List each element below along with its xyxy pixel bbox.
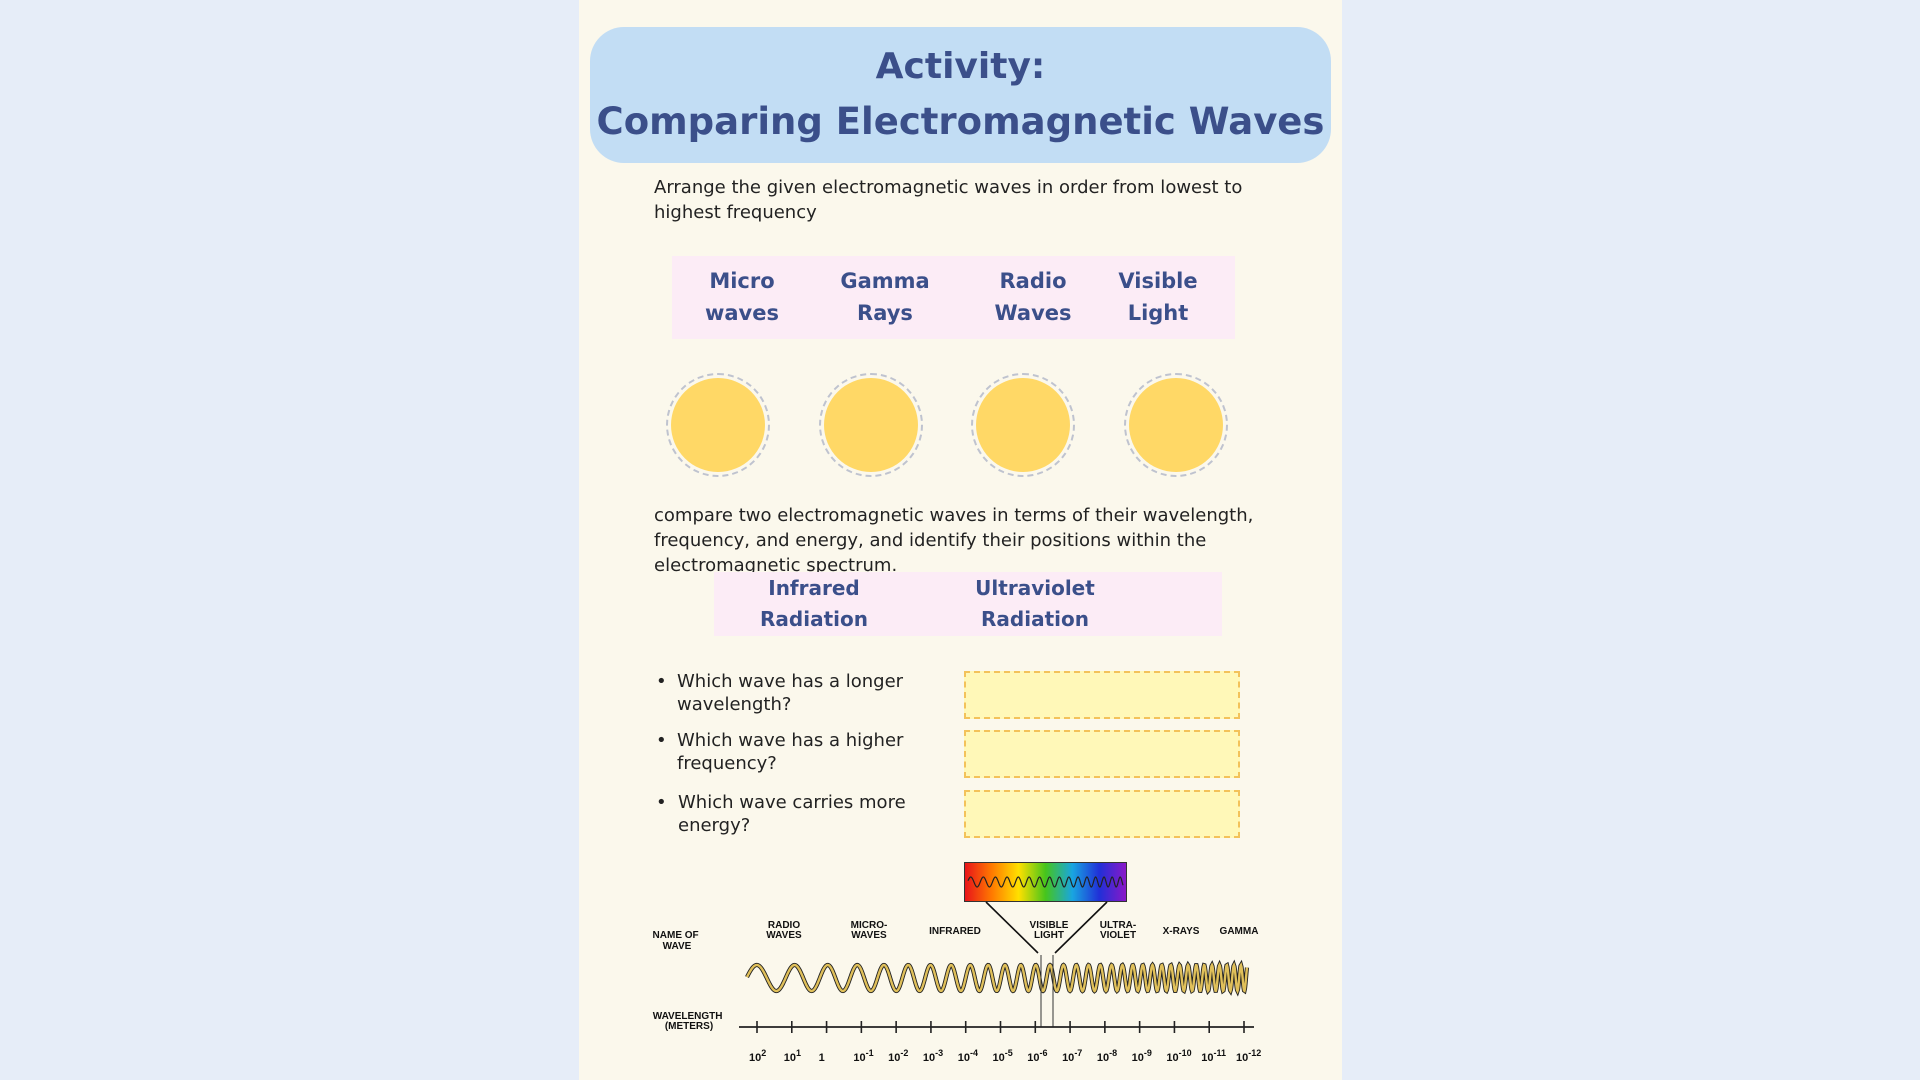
title-line-1: Activity: [875,46,1046,87]
answer-circle-2[interactable] [819,373,923,477]
compare-labels-row: Infrared Radiation Ultraviolet Radiation [714,572,1222,636]
tick-label: 10-7 [1062,1048,1082,1064]
wave-label-line: Rays [857,301,913,325]
wave-label-line: waves [704,301,779,325]
title-banner: Activity: Comparing Electromagnetic Wave… [590,27,1331,163]
circle-fill [976,378,1070,472]
tick-label: 102 [749,1048,766,1064]
spectrum-wave [745,961,1249,995]
wave-label-radio-waves[interactable]: Radio Waves [983,265,1083,329]
compare-label-line: Ultraviolet [975,576,1095,600]
wave-label-visible-light[interactable]: Visible Light [1108,265,1208,329]
compare-label-line: Radiation [760,607,868,631]
answer-circle-3[interactable] [971,373,1075,477]
compare-label-line: Radiation [981,607,1089,631]
question-text: Which wave has a higher frequency? [677,730,904,774]
answer-field-energy[interactable] [964,790,1240,838]
visible-spectrum-bar [964,862,1127,902]
tick-label: 10-8 [1097,1048,1117,1064]
circle-fill [1129,378,1223,472]
answer-field-wavelength[interactable] [964,671,1240,719]
bullet: • [656,671,667,692]
wavelength-ticks-group: 102 101 1 10-1 10-2 10-3 10-4 10-5 10-6 10-7 10-8 1… [749,1021,1261,1064]
tick-label: 10-4 [958,1048,978,1064]
circle-fill [824,378,918,472]
wave-name-infrared: INFRARED [929,926,981,937]
tick-label: 10-9 [1132,1048,1152,1064]
wave-label-gamma-rays[interactable]: Gamma Rays [835,265,935,329]
tick-label: 10-2 [888,1048,908,1064]
title-line-2: Comparing Electromagnetic Waves [596,100,1325,143]
tick-label: 10-3 [923,1048,943,1064]
wave-label-microwaves[interactable]: Micro waves [692,265,792,329]
bullet: • [656,792,667,813]
wave-label-line: Waves [994,301,1072,325]
wave-label-line: Micro [709,269,775,293]
answer-field-frequency[interactable] [964,730,1240,778]
bullet: • [656,730,667,751]
wave-label-line: Light [1127,301,1189,325]
tick-label: 10-6 [1027,1048,1047,1064]
question-text: Which wave has a longer wavelength? [677,671,904,715]
wave-name-gamma: GAMMA [1220,926,1259,937]
answer-circle-1[interactable] [666,373,770,477]
tick-label: 10-5 [993,1048,1013,1064]
question-text: Which wave carries more energy? [678,792,906,836]
tick-label: 1 [819,1052,825,1064]
tick-label: 10-11 [1201,1048,1226,1064]
funnel-line-left [985,901,1039,954]
wave-name-xrays: X-RAYS [1163,926,1200,937]
wave-name-ultra: ULTRA-VIOLET [1100,920,1136,941]
worksheet-page: Activity: Comparing Electromagnetic Wave… [579,0,1342,1080]
compare-label-ultraviolet: Ultraviolet Radiation [960,573,1110,635]
wave-label-line: Gamma [840,269,930,293]
funnel-line-right [1054,901,1108,954]
tick-label: 101 [784,1048,801,1064]
wave-label-line: Radio [999,269,1067,293]
tick-label: 10-1 [853,1048,873,1064]
spectrum-bar-wave [967,876,1124,888]
answer-circle-4[interactable] [1124,373,1228,477]
wave-label-line: Visible [1118,269,1198,293]
circle-fill [671,378,765,472]
name-of-wave-label: NAME OF WAVE [653,930,702,952]
tick-label: 10-10 [1166,1048,1191,1064]
compare-label-infrared: Infrared Radiation [749,573,879,635]
tick-label: 10-12 [1236,1048,1261,1064]
instruction-arrange: Arrange the given electromagnetic waves … [654,177,1243,223]
wave-name-micro: MICRO-WAVES [851,920,888,941]
wavelength-meters-label: WAVELENGTH (METERS) [653,1011,726,1032]
compare-label-line: Infrared [768,576,860,600]
instruction-compare: compare two electromagnetic waves in ter… [654,505,1254,576]
wave-labels-row: Micro waves Gamma Rays Radio Waves Visib… [672,256,1235,339]
